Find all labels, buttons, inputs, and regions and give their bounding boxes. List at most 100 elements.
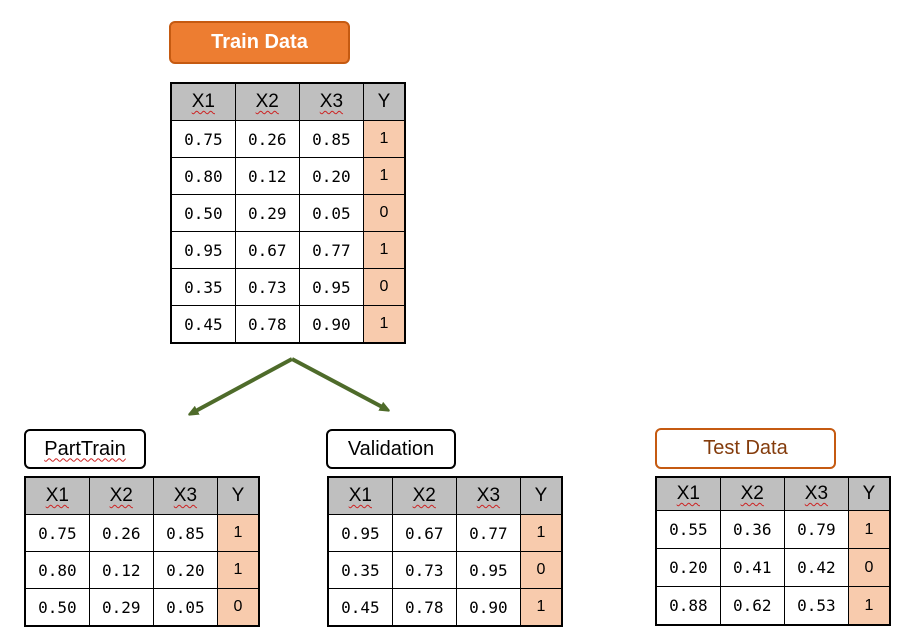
header-row: X1 X2 X3 Y [327, 476, 563, 515]
label-cell: 1 [363, 120, 406, 158]
column-header: X1 [327, 476, 393, 515]
feature-cell: 0.20 [298, 157, 365, 195]
column-header: X3 [783, 476, 850, 511]
column-header: Y [217, 476, 260, 515]
column-header-text: X2 [740, 483, 764, 504]
column-header-text: X2 [109, 485, 133, 506]
feature-cell: 0.45 [327, 588, 393, 627]
test-data-label-text: Test Data [703, 437, 788, 459]
validation-label-text: Validation [347, 437, 435, 460]
feature-cell: 0.29 [234, 194, 300, 232]
column-header-text: X3 [476, 485, 501, 506]
feature-cell: 0.50 [24, 588, 90, 627]
parttrain-label: PartTrain [24, 429, 146, 469]
feature-cell: 0.55 [655, 510, 721, 549]
column-header: X3 [298, 82, 365, 121]
feature-cell: 0.85 [152, 514, 219, 552]
column-header: X1 [655, 476, 721, 511]
label-cell: 1 [363, 305, 406, 344]
feature-cell: 0.90 [455, 588, 522, 627]
feature-cell: 0.45 [170, 305, 236, 344]
feature-cell: 0.80 [170, 157, 236, 195]
feature-cell: 0.20 [655, 548, 721, 587]
column-header: X3 [152, 476, 219, 515]
train-data-label: Train Data [169, 21, 350, 64]
label-cell: 0 [520, 551, 563, 589]
column-header-text: X3 [319, 91, 344, 112]
label-cell: 1 [217, 551, 260, 589]
feature-cell: 0.80 [24, 551, 90, 589]
label-cell: 0 [363, 268, 406, 306]
feature-cell: 0.79 [783, 510, 850, 549]
feature-cell: 0.53 [783, 586, 850, 626]
feature-cell: 0.35 [170, 268, 236, 306]
train-data-label-text: Train Data [211, 31, 308, 53]
label-cell: 0 [217, 588, 260, 627]
column-header-text: X1 [45, 485, 69, 506]
feature-cell: 0.62 [719, 586, 785, 626]
feature-cell: 0.78 [234, 305, 300, 344]
column-header: Y [363, 82, 406, 121]
feature-cell: 0.26 [88, 514, 154, 552]
validation-label: Validation [326, 429, 456, 469]
label-cell: 1 [520, 514, 563, 552]
feature-cell: 0.05 [298, 194, 365, 232]
label-cell: 1 [217, 514, 260, 552]
column-header: X2 [391, 476, 457, 515]
feature-cell: 0.75 [24, 514, 90, 552]
label-cell: 0 [848, 548, 891, 587]
column-header: X2 [88, 476, 154, 515]
feature-cell: 0.73 [234, 268, 300, 306]
feature-cell: 0.29 [88, 588, 154, 627]
label-cell: 1 [848, 586, 891, 626]
feature-cell: 0.42 [783, 548, 850, 587]
feature-cell: 0.50 [170, 194, 236, 232]
feature-cell: 0.26 [234, 120, 300, 158]
feature-cell: 0.41 [719, 548, 785, 587]
feature-cell: 0.90 [298, 305, 365, 344]
test-data-label: Test Data [655, 428, 836, 469]
column-header: Y [520, 476, 563, 515]
label-cell: 1 [520, 588, 563, 627]
column-header: X2 [234, 82, 300, 121]
column-header-text: X2 [255, 91, 279, 112]
arrow-to-validation [291, 357, 386, 409]
feature-cell: 0.88 [655, 586, 721, 626]
column-header: X2 [719, 476, 785, 511]
feature-cell: 0.77 [455, 514, 522, 552]
column-header-text: X2 [412, 485, 436, 506]
feature-cell: 0.95 [455, 551, 522, 589]
column-header: Y [848, 476, 891, 511]
feature-cell: 0.95 [327, 514, 393, 552]
feature-cell: 0.95 [298, 268, 365, 306]
feature-cell: 0.20 [152, 551, 219, 589]
feature-cell: 0.95 [170, 231, 236, 269]
feature-cell: 0.85 [298, 120, 365, 158]
arrow-to-parttrain [192, 357, 293, 413]
label-cell: 1 [848, 510, 891, 549]
feature-cell: 0.67 [391, 514, 457, 552]
parttrain-label-text: PartTrain [44, 437, 126, 460]
column-header-text: X1 [348, 485, 372, 506]
label-cell: 1 [363, 231, 406, 269]
